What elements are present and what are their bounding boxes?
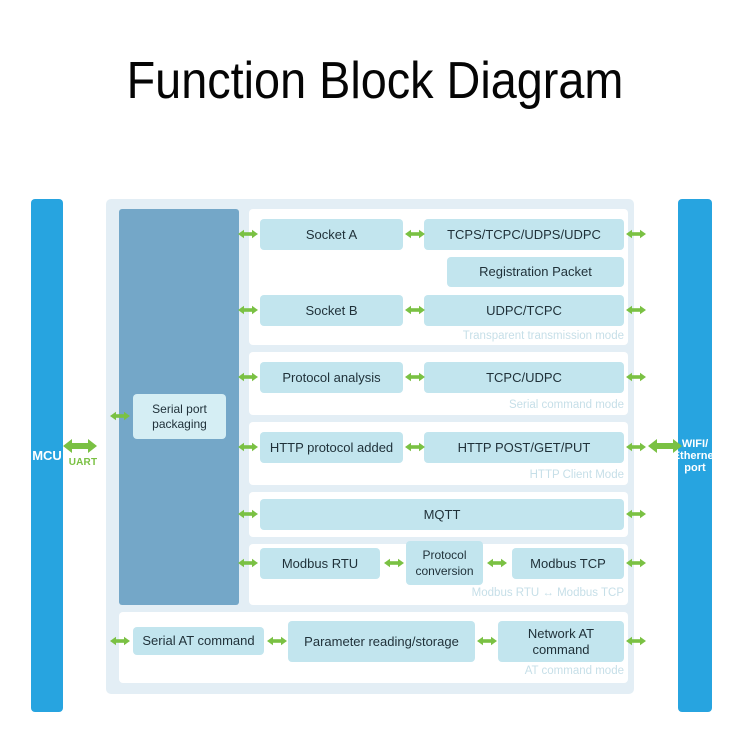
arrow-left-to-serial-at-command <box>110 636 130 646</box>
caption-modbus-rtu-to-modbus-tcp: Modbus RTU ↔ Modbus TCP <box>471 587 624 599</box>
mcu-sidebar: MCU <box>31 199 63 712</box>
uart-bidirectional-arrow <box>63 439 97 453</box>
arrow-tcps-to-network <box>626 229 646 239</box>
box-modbus-tcp[interactable]: Modbus TCP <box>512 548 624 579</box>
arrow-column-to-modbus-rtu <box>238 558 258 568</box>
box-socket-a[interactable]: Socket A <box>260 219 403 250</box>
wifi-ethernet-label-line2: Ethernet <box>672 449 718 462</box>
arrow-mqtt-to-network <box>626 509 646 519</box>
serial-port-packaging-box[interactable]: Serial port packaging <box>133 394 226 439</box>
arrow-column-to-protocol-analysis <box>238 372 258 382</box>
arrow-column-to-http-added <box>238 442 258 452</box>
box-network-at-command[interactable]: Network AT command <box>498 621 624 662</box>
caption-serial-command-mode: Serial command mode <box>508 399 624 411</box>
arrow-column-to-socket-b <box>238 305 258 315</box>
arrow-modbus-rtu-to-protocol-conversion <box>384 558 404 568</box>
arrow-tcpc-to-network <box>626 372 646 382</box>
caption-http-client-mode: HTTP Client Mode <box>529 469 624 481</box>
box-http-post-get-put[interactable]: HTTP POST/GET/PUT <box>424 432 624 463</box>
arrow-network-at-to-network <box>626 636 646 646</box>
caption-transparent-transmission-mode: Transparent transmission mode <box>462 330 624 342</box>
box-http-protocol-added[interactable]: HTTP protocol added <box>260 432 403 463</box>
arrow-http-verbs-to-network <box>626 442 646 452</box>
caption-at-command-mode: AT command mode <box>524 665 624 677</box>
arrow-http-added-to-http-verbs <box>405 442 425 452</box>
box-socket-b[interactable]: Socket B <box>260 295 403 326</box>
arrow-protocol-conversion-to-modbus-tcp <box>487 558 507 568</box>
arrow-serial-at-to-parameter-storage <box>267 636 287 646</box>
box-mqtt[interactable]: MQTT <box>260 499 624 530</box>
arrow-modbus-tcp-to-network <box>626 558 646 568</box>
arrow-mcu-to-serial-port-packaging <box>110 411 130 421</box>
box-protocol-analysis[interactable]: Protocol analysis <box>260 362 403 393</box>
box-tcpc-udpc[interactable]: TCPC/UDPC <box>424 362 624 393</box>
arrow-socket-b-to-udpc <box>405 305 425 315</box>
wifi-ethernet-label-line1: WIFI/ <box>681 437 709 450</box>
box-parameter-reading-storage[interactable]: Parameter reading/storage <box>288 621 475 662</box>
box-tcps-tcpc-udps-udpc[interactable]: TCPS/TCPC/UDPS/UDPC <box>424 219 624 250</box>
box-serial-at-command[interactable]: Serial AT command <box>133 627 264 655</box>
wifi-ethernet-sidebar: WIFI/ Ethernet port <box>673 199 717 712</box>
box-registration-packet[interactable]: Registration Packet <box>447 257 624 287</box>
arrow-udpc-to-network <box>626 305 646 315</box>
page-title: Function Block Diagram <box>126 52 624 110</box>
box-udpc-tcpc[interactable]: UDPC/TCPC <box>424 295 624 326</box>
arrow-parameter-storage-to-network-at <box>477 636 497 646</box>
arrow-column-to-socket-a <box>238 229 258 239</box>
mcu-label: MCU <box>32 448 62 463</box>
uart-label: UART <box>68 457 98 468</box>
box-modbus-rtu[interactable]: Modbus RTU <box>260 548 380 579</box>
box-protocol-conversion[interactable]: Protocol conversion <box>406 541 483 585</box>
arrow-socket-a-to-tcps <box>405 229 425 239</box>
wifi-ethernet-label-line3: port <box>684 461 706 474</box>
arrow-protocol-analysis-to-tcpc <box>405 372 425 382</box>
network-bidirectional-arrow <box>648 439 682 453</box>
arrow-column-to-mqtt <box>238 509 258 519</box>
